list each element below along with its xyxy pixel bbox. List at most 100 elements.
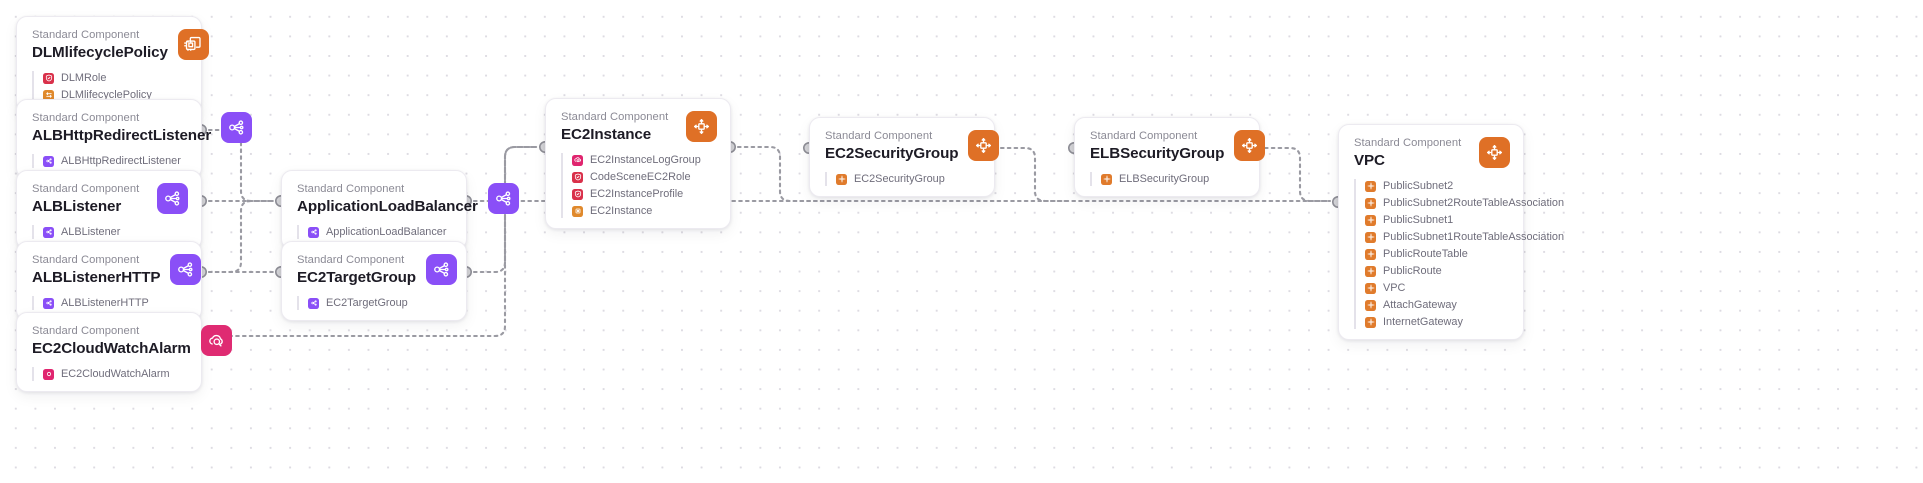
- card-title: ApplicationLoadBalancer: [297, 198, 478, 215]
- ec2-resize-icon: [968, 130, 1000, 161]
- cloudwatch-logs-icon: [572, 154, 583, 166]
- card-title: EC2TargetGroup: [297, 269, 416, 286]
- child-resource-list: ALBListenerHTTP: [32, 296, 188, 310]
- child-resource-label: CodeSceneEC2Role: [590, 170, 691, 183]
- child-resource-item[interactable]: PublicSubnet1RouteTableAssociation: [1365, 230, 1564, 244]
- card-title: ALBListenerHTTP: [32, 269, 161, 286]
- edge-alb-listener-http-to-alb: [207, 199, 275, 274]
- vpc-subnet-icon: [1365, 282, 1376, 294]
- elb-listener-icon: [43, 155, 54, 167]
- child-resource-list: EC2TargetGroup: [297, 296, 453, 310]
- child-resource-item[interactable]: ALBListener: [43, 225, 188, 239]
- iam-profile-icon: [572, 188, 583, 200]
- child-resource-item[interactable]: PublicSubnet2: [1365, 179, 1510, 193]
- child-resource-item[interactable]: AttachGateway: [1365, 298, 1510, 312]
- vpc-subnet-icon: [1365, 197, 1376, 209]
- iam-role-icon: [572, 171, 583, 183]
- child-resource-item[interactable]: EC2SecurityGroup: [836, 172, 981, 186]
- card-title: DLMlifecyclePolicy: [32, 44, 168, 61]
- child-resource-item[interactable]: ApplicationLoadBalancer: [308, 225, 453, 239]
- cloudwatch-alarm-icon: [43, 368, 54, 380]
- child-resource-label: ELBSecurityGroup: [1119, 172, 1210, 185]
- child-resource-item[interactable]: ALBHttpRedirectListener: [43, 154, 188, 168]
- load-balancer-icon: [170, 254, 202, 285]
- child-resource-label: EC2InstanceProfile: [590, 187, 684, 200]
- child-resource-item[interactable]: PublicRoute: [1365, 264, 1510, 278]
- child-resource-item[interactable]: PublicSubnet1: [1365, 213, 1510, 227]
- child-resource-label: DLMlifecyclePolicy: [61, 88, 152, 101]
- card-kicker: Standard Component: [1090, 130, 1198, 142]
- ec2-resize-icon: [686, 111, 717, 142]
- child-resource-item[interactable]: EC2TargetGroup: [308, 296, 453, 310]
- child-resource-list: EC2CloudWatchAlarm: [32, 367, 188, 381]
- card-title: EC2CloudWatchAlarm: [32, 340, 191, 357]
- child-resource-item[interactable]: CodeSceneEC2Role: [572, 170, 717, 184]
- child-resource-item[interactable]: InternetGateway: [1365, 315, 1510, 329]
- dlm-policy-icon: [43, 89, 54, 101]
- elb-listener-icon: [43, 226, 54, 238]
- child-resource-item[interactable]: ALBListenerHTTP: [43, 296, 188, 310]
- load-balancer-icon: [487, 183, 519, 214]
- stacked-chips-icon: [177, 29, 209, 60]
- child-resource-label: InternetGateway: [1383, 315, 1463, 328]
- child-resource-label: PublicRouteTable: [1383, 247, 1468, 260]
- child-resource-item[interactable]: EC2Instance: [572, 204, 717, 218]
- child-resource-label: ApplicationLoadBalancer: [326, 225, 447, 238]
- child-resource-item[interactable]: ELBSecurityGroup: [1101, 172, 1246, 186]
- child-resource-item[interactable]: EC2CloudWatchAlarm: [43, 367, 188, 381]
- security-group-icon: [1101, 173, 1112, 185]
- child-resource-label: PublicSubnet2RouteTableAssociation: [1383, 196, 1565, 209]
- child-resource-label: DLMRole: [61, 71, 107, 84]
- child-resource-item[interactable]: DLMlifecyclePolicy: [43, 88, 188, 102]
- load-balancer-icon: [221, 112, 253, 143]
- child-resource-item[interactable]: DLMRole: [43, 71, 188, 85]
- child-resource-item[interactable]: EC2InstanceProfile: [572, 187, 717, 201]
- child-resource-item[interactable]: EC2InstanceLogGroup: [572, 153, 717, 167]
- card-kicker: Standard Component: [32, 112, 140, 124]
- card-kicker: Standard Component: [32, 183, 140, 195]
- edge-ec2-sg-to-elb-sg: [999, 146, 1068, 203]
- ec2-resize-icon: [1479, 137, 1510, 168]
- card-kicker: Standard Component: [297, 183, 405, 195]
- ec2-icon: [572, 205, 583, 217]
- vpc-subnet-icon: [1365, 214, 1376, 226]
- child-resource-label: EC2SecurityGroup: [854, 172, 945, 185]
- child-resource-label: EC2CloudWatchAlarm: [61, 367, 170, 380]
- child-resource-item[interactable]: VPC: [1365, 281, 1510, 295]
- child-resource-list: ApplicationLoadBalancer: [297, 225, 453, 239]
- elb-listener-icon: [308, 226, 319, 238]
- child-resource-label: PublicSubnet1: [1383, 213, 1454, 226]
- card-kicker: Standard Component: [32, 254, 140, 266]
- child-resource-item[interactable]: PublicSubnet2RouteTableAssociation: [1365, 196, 1564, 210]
- card-title: ALBListener: [32, 198, 122, 215]
- child-resource-item[interactable]: PublicRouteTable: [1365, 247, 1510, 261]
